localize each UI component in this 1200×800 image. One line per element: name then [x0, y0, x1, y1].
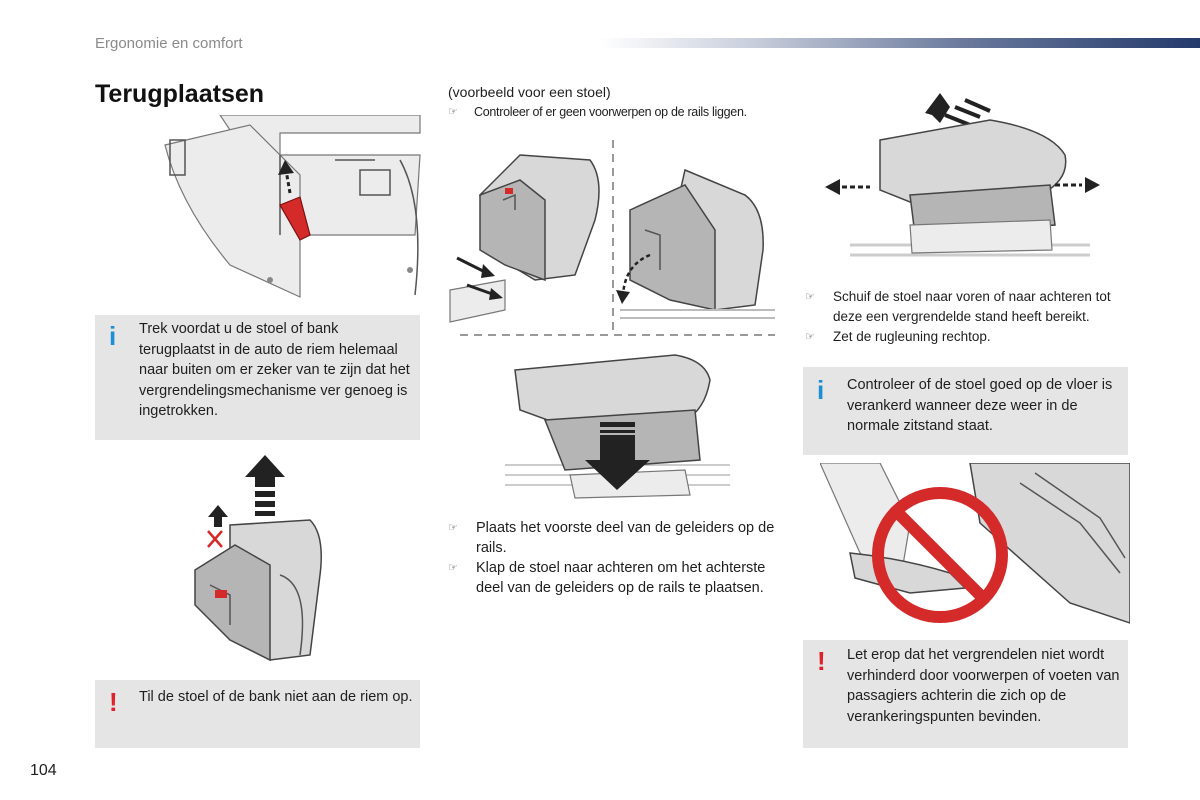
page-number: 104: [30, 762, 57, 779]
bullets-rail-steps: ☞Plaats het voorste deel van de geleider…: [448, 518, 778, 598]
info-icon: i: [109, 321, 117, 351]
info-box-text: Trek voordat u de stoel of bank terugpla…: [139, 321, 410, 419]
illustration-seat-lift: [194, 455, 322, 662]
pointer-icon: ☞: [805, 291, 815, 303]
illustration-no-feet-prohibited: [820, 463, 1130, 624]
illustration-seat-down: [505, 354, 730, 499]
info-box-anchoring: i Controleer of de stoel goed op de vloe…: [803, 367, 1128, 455]
pointer-icon: ☞: [448, 522, 458, 534]
warning-icon: !: [109, 687, 118, 717]
list-item: ☞Klap de stoel naar achteren om het acht…: [448, 560, 766, 596]
illustration-belt-pull: [164, 115, 421, 298]
illustration-rail-placement: [449, 140, 775, 336]
warning-icon: !: [817, 646, 826, 676]
warning-box-lift: ! Til de stoel of de bank niet aan de ri…: [95, 680, 420, 748]
section-header: Ergonomie en comfort: [95, 35, 243, 52]
list-item: ☞Zet de rugleuning rechtop.: [805, 327, 1135, 347]
pointer-icon: ☞: [805, 331, 815, 343]
page-title: Terugplaatsen: [95, 80, 265, 108]
bullets-rails-check: ☞Controleer of er geen voorwerpen op de …: [448, 104, 788, 121]
illustration-seat-slide: [825, 93, 1100, 257]
info-box-belt: i Trek voordat u de stoel of bank terugp…: [95, 315, 420, 440]
info-icon: i: [817, 375, 825, 405]
warning-box-anchoring: ! Let erop dat het vergrendelen niet wor…: [803, 640, 1128, 748]
list-item: ☞Controleer of er geen voorwerpen op de …: [448, 105, 747, 119]
list-item: ☞Schuif de stoel naar voren of naar acht…: [805, 289, 1111, 324]
example-caption: (voorbeeld voor een stoel): [448, 84, 611, 100]
pointer-icon: ☞: [448, 562, 458, 574]
header-gradient-bar: [600, 38, 1200, 48]
info-box-text: Controleer of de stoel goed op de vloer …: [847, 377, 1113, 434]
warning-box-text: Til de stoel of de bank niet aan de riem…: [139, 689, 413, 705]
warning-box-text: Let erop dat het vergrendelen niet wordt…: [847, 647, 1120, 725]
bullets-slide-steps: ☞Schuif de stoel naar voren of naar acht…: [805, 287, 1135, 347]
list-item: ☞Plaats het voorste deel van de geleider…: [448, 520, 775, 556]
pointer-icon: ☞: [448, 106, 458, 118]
